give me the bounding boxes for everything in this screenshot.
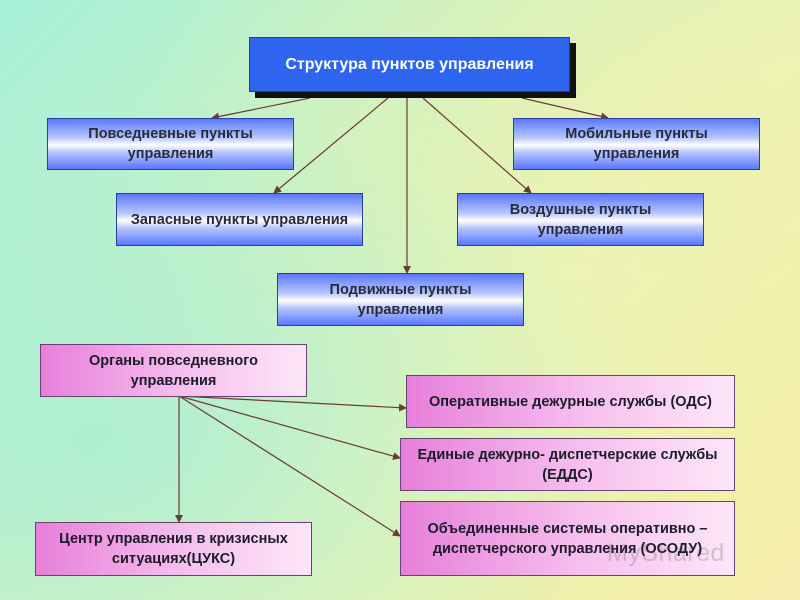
arrow-to-ods — [178, 395, 407, 412]
node-air-control-points: Воздушные пункты управления — [457, 193, 704, 246]
arrow-to-mobile — [521, 97, 609, 121]
watermark: MyShared — [607, 539, 725, 567]
node-movable-control-points: Подвижные пункты управления — [277, 273, 524, 326]
diagram-title: Структура пунктов управления — [249, 37, 570, 92]
node-everyday-control-points: Повседневные пункты управления — [47, 118, 294, 170]
arrow-to-ossodu — [178, 395, 401, 537]
node-reserve-control-points: Запасные пункты управления — [116, 193, 363, 246]
node-edds: Единые дежурно- диспетчерские службы (ЕД… — [400, 438, 735, 491]
node-mobile-control-points: Мобильные пункты управления — [513, 118, 760, 170]
node-ods: Оперативные дежурные службы (ОДС) — [406, 375, 735, 428]
node-ossodu: Объединенные системы оперативно – диспет… — [400, 501, 735, 576]
arrow-to-air — [422, 97, 532, 194]
arrow-to-reserve — [273, 97, 389, 194]
node-tsuks: Центр управления в кризисных ситуациях(Ц… — [35, 522, 312, 576]
node-daily-management-bodies: Органы повседневного управления — [40, 344, 307, 397]
arrow-to-edds — [178, 395, 401, 460]
arrow-to-everyday — [211, 97, 311, 121]
